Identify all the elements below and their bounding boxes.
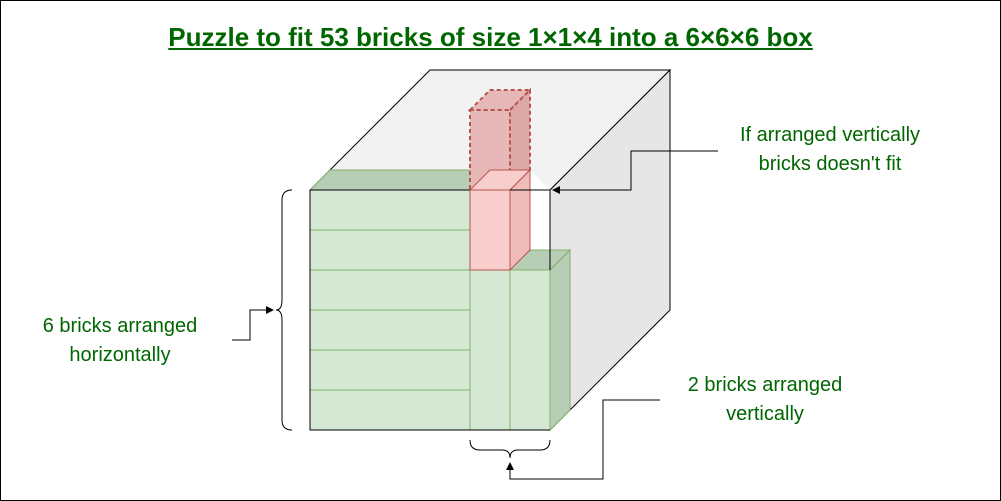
horizontal-brick: [309, 389, 471, 431]
connector-vertical: [509, 399, 660, 480]
vertical-line-1: 2 bricks arranged: [687, 374, 843, 396]
vertical-fail-line-1: If arranged vertically: [739, 124, 921, 146]
horizontal-bricks-top: [308, 169, 492, 191]
horizontal-line-1: 6 bricks arranged: [42, 315, 198, 337]
diagram-title: Puzzle to fit 53 bricks of size 1×1×4 in…: [168, 22, 813, 52]
bottom-brace: [469, 439, 551, 459]
overflow-brick-front: [469, 189, 511, 271]
vertical-fail-label: If arranged vertically bricks doesn't fi…: [705, 121, 955, 179]
horizontal-brick: [309, 309, 471, 351]
overflow-brick-side: [509, 168, 531, 272]
horizontal-line-2: horizontally: [69, 344, 171, 366]
connector-horizontal: [232, 309, 270, 341]
vertical-label: 2 bricks arranged vertically: [660, 371, 870, 429]
arrowhead: [266, 306, 274, 314]
vertical-brick: [469, 269, 511, 431]
vertical-brick: [509, 269, 551, 431]
vertical-bricks-side: [549, 248, 571, 432]
overflow-brick: [467, 87, 533, 272]
left-brace: [275, 189, 293, 431]
horizontal-brick: [309, 349, 471, 391]
arrowhead: [552, 186, 560, 194]
horizontal-brick: [309, 269, 471, 311]
vertical-fail-line-2: bricks doesn't fit: [758, 153, 902, 175]
horizontal-label: 6 bricks arranged horizontally: [10, 312, 230, 370]
arrowhead: [506, 462, 514, 470]
horizontal-bricks-group: [309, 189, 471, 431]
horizontal-brick: [309, 189, 471, 231]
horizontal-brick: [309, 229, 471, 271]
connector-vertical-fail: [554, 150, 718, 191]
vertical-bricks-group: [468, 248, 572, 432]
vertical-line-2: vertically: [726, 403, 804, 425]
